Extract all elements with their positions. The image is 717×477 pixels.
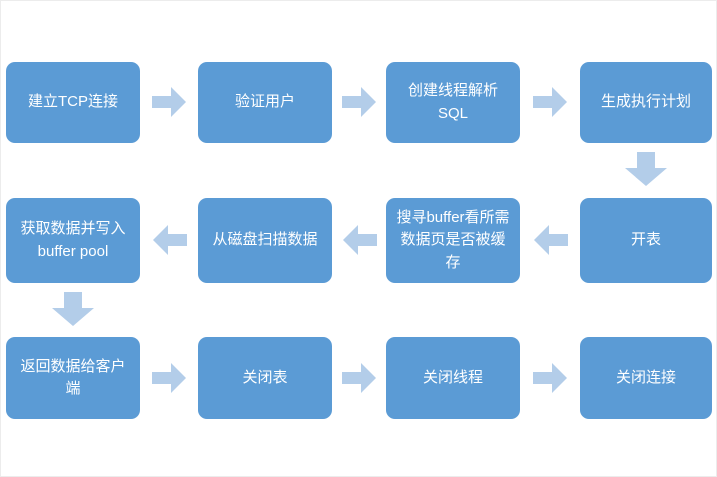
arrow-right-icon [533,87,567,117]
arrow-right-icon [342,363,376,393]
arrow-down-icon [52,292,94,326]
arrow-left-icon [534,225,568,255]
arrow-right-icon [533,363,567,393]
step-create-thread-parse-sql: 创建线程解析SQL [386,62,520,143]
step-search-buffer-cached: 搜寻buffer看所需 数据页是否被缓存 [386,198,520,283]
step-return-data-to-client: 返回数据给客户端 [6,337,140,419]
arrow-right-icon [152,87,186,117]
step-scan-data-from-disk: 从磁盘扫描数据 [198,198,332,283]
step-open-table: 开表 [580,198,712,283]
arrow-right-icon [342,87,376,117]
arrow-down-icon [625,152,667,186]
step-fetch-write-buffer-pool: 获取数据并写入 buffer pool [6,198,140,283]
step-close-table: 关闭表 [198,337,332,419]
step-generate-execution-plan: 生成执行计划 [580,62,712,143]
arrow-left-icon [153,225,187,255]
step-close-thread: 关闭线程 [386,337,520,419]
step-verify-user: 验证用户 [198,62,332,143]
arrow-left-icon [343,225,377,255]
step-establish-tcp-connection: 建立TCP连接 [6,62,140,143]
step-close-connection: 关闭连接 [580,337,712,419]
arrow-right-icon [152,363,186,393]
